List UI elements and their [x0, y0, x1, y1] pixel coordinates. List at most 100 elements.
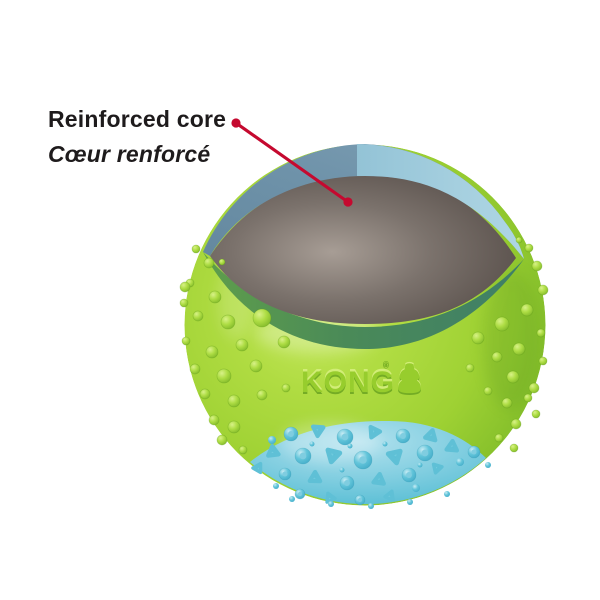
- texture-ring-hole: [357, 497, 363, 503]
- green-bump: [191, 244, 201, 254]
- texture-ring-hole: [359, 456, 367, 464]
- green-bump: [252, 308, 272, 328]
- texture-triangle: [325, 447, 343, 465]
- texture-triangle: [310, 424, 326, 439]
- leader-dot-label-end: [231, 118, 241, 128]
- green-bump: [506, 370, 520, 384]
- green-bump: [249, 359, 263, 373]
- green-bump: [220, 314, 236, 330]
- leader-line: [234, 121, 350, 204]
- green-bump: [199, 388, 211, 400]
- registered-mark-shadow: ®: [383, 362, 389, 371]
- green-bump: [216, 434, 228, 446]
- green-bump: [205, 345, 219, 359]
- green-bump: [471, 331, 485, 345]
- green-bump: [227, 394, 241, 408]
- texture-ring-hole: [406, 472, 412, 478]
- green-bump: [179, 281, 191, 293]
- green-bump: [227, 420, 241, 434]
- cut-rim-blue-light: [357, 144, 524, 259]
- texture-blob: [289, 496, 295, 502]
- green-bump: [238, 445, 248, 455]
- bottom-texture: [251, 424, 491, 509]
- green-bumps: [179, 236, 549, 455]
- texture-blob: [407, 499, 413, 505]
- texture-blob: [382, 441, 388, 447]
- annotation-label-fr: Cœur renforcé: [48, 141, 211, 167]
- annotation-label-en: Reinforced core: [48, 106, 227, 132]
- texture-triangle: [368, 424, 383, 440]
- green-bump: [189, 363, 201, 375]
- shell-cross-section: [203, 252, 524, 349]
- green-bump: [192, 310, 204, 322]
- green-bump: [531, 260, 543, 272]
- texture-blob: [444, 491, 450, 497]
- green-bump: [523, 393, 533, 403]
- green-bump: [501, 397, 513, 409]
- green-bump: [538, 356, 548, 366]
- texture-blob: [412, 484, 420, 492]
- green-bump: [256, 389, 268, 401]
- texture-ring-hole: [282, 471, 288, 477]
- green-bump: [208, 414, 220, 426]
- reinforced-core: [210, 174, 516, 324]
- registered-mark: ®: [383, 360, 389, 369]
- green-bump: [528, 382, 540, 394]
- green-bump: [494, 433, 504, 443]
- texture-blob: [368, 503, 374, 509]
- green-bump: [281, 383, 291, 393]
- green-bump: [515, 236, 523, 244]
- texture-ring-hole: [400, 433, 406, 439]
- texture-triangle: [385, 448, 403, 466]
- cutaway: [203, 144, 524, 349]
- leader-line-group: [231, 118, 353, 207]
- texture-triangle: [325, 491, 337, 504]
- texture-ring-hole: [421, 449, 429, 457]
- green-bump: [235, 338, 249, 352]
- texture-blob: [268, 436, 276, 444]
- texture-ring-hole: [288, 431, 294, 437]
- green-bump: [494, 316, 510, 332]
- green-bump: [216, 368, 232, 384]
- green-bump: [465, 363, 475, 373]
- texture-ring-hole: [344, 480, 350, 486]
- green-bump: [218, 258, 226, 266]
- green-bump: [520, 303, 534, 317]
- texture-ring-hole: [299, 452, 307, 460]
- leader-dot-core-end: [343, 197, 353, 207]
- green-bump: [179, 298, 189, 308]
- texture-triangle: [444, 438, 460, 453]
- green-bump: [277, 335, 291, 349]
- texture-triangle: [251, 461, 263, 475]
- green-bump: [483, 386, 493, 396]
- texture-blob: [417, 462, 423, 468]
- green-bump: [510, 418, 522, 430]
- texture-blob: [347, 443, 353, 449]
- texture-ring-hole: [341, 433, 349, 441]
- kong-logo: KONG KONG KONG ® ®: [301, 360, 421, 401]
- green-bump: [512, 342, 526, 356]
- texture-blob: [339, 467, 345, 473]
- green-bump: [208, 290, 222, 304]
- texture-blob: [456, 458, 464, 466]
- green-bump: [537, 284, 549, 296]
- texture-triangle: [431, 462, 444, 475]
- texture-triangle: [266, 443, 281, 458]
- kong-logo-highlight: KONG: [301, 364, 395, 397]
- green-bump: [491, 351, 503, 363]
- kong-logo-text: KONG: [301, 366, 395, 399]
- kong-logo-shadow: KONG: [301, 368, 395, 401]
- texture-triangle: [423, 428, 438, 443]
- green-bump: [509, 443, 519, 453]
- texture-blob: [309, 441, 315, 447]
- green-bump: [524, 243, 534, 253]
- texture-ring-hole: [471, 449, 477, 455]
- green-bump: [536, 328, 546, 338]
- green-bump: [531, 409, 541, 419]
- texture-triangle: [307, 469, 323, 484]
- texture-triangle: [371, 471, 386, 486]
- green-bump: [181, 336, 191, 346]
- texture-ring-hole: [297, 491, 303, 497]
